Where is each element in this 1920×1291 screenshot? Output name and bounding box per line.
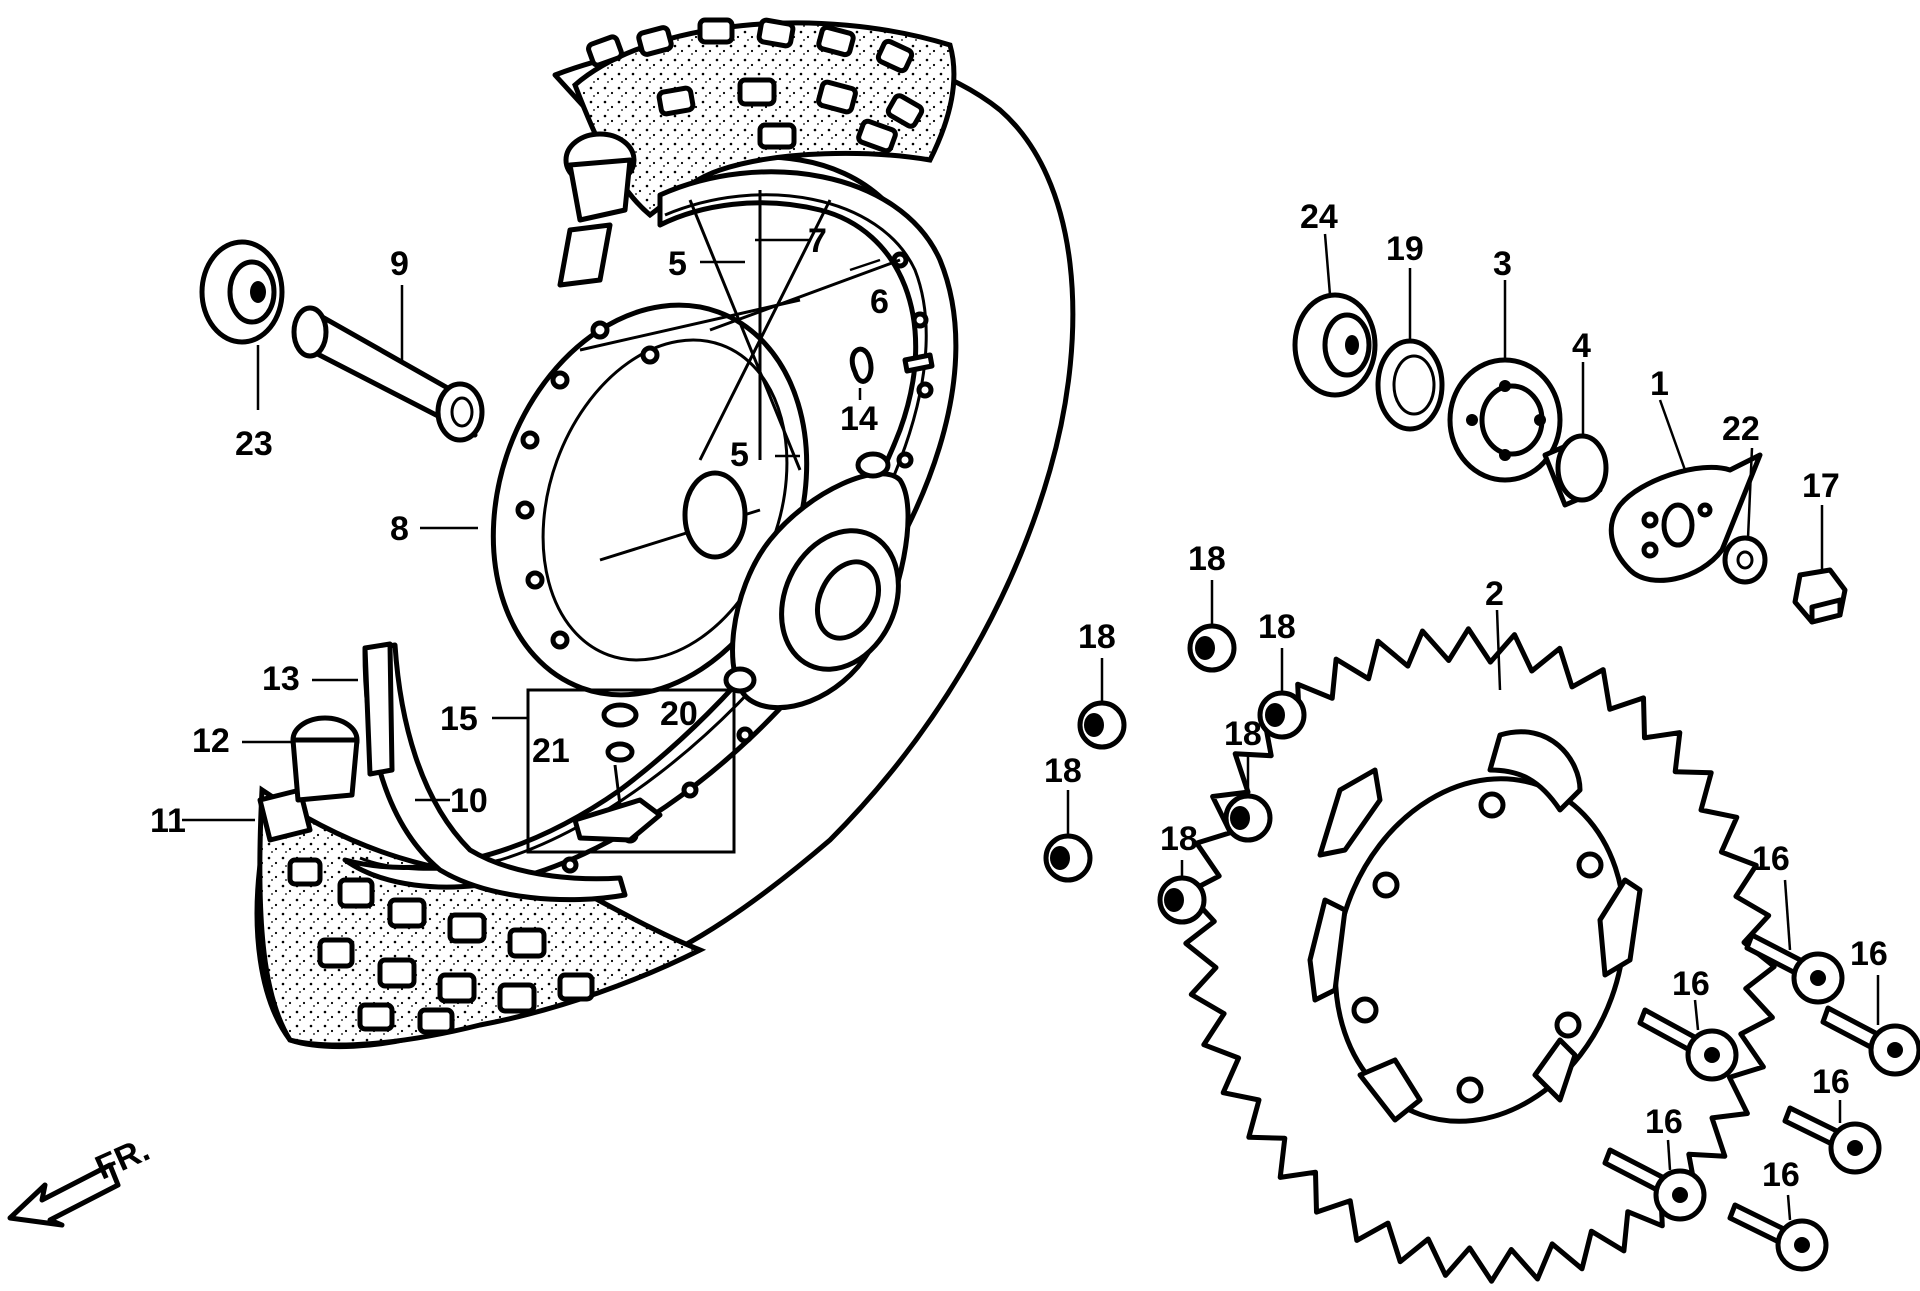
nut-18-f xyxy=(1157,875,1207,925)
callout-16-f: 16 xyxy=(1762,1156,1800,1194)
callout-4: 4 xyxy=(1572,327,1591,365)
callout-17: 17 xyxy=(1802,467,1840,505)
callout-13: 13 xyxy=(262,660,300,698)
spokes xyxy=(579,190,901,562)
leader-lines xyxy=(182,233,1880,1221)
callout-16-a: 16 xyxy=(1752,840,1790,878)
hub-center-barrel xyxy=(682,470,748,560)
callout-24: 24 xyxy=(1300,198,1338,236)
callout-16-d: 16 xyxy=(1812,1063,1850,1101)
callout-5-lower: 5 xyxy=(730,436,749,474)
rim-band xyxy=(362,642,628,903)
tread-knobs-top xyxy=(586,17,925,154)
hub-cover-3 xyxy=(1447,357,1563,483)
nut-18-a xyxy=(1187,623,1237,673)
hub-stud-bottom xyxy=(723,666,757,694)
valve-stem-13 xyxy=(362,641,395,777)
hub-flange-holes xyxy=(515,320,660,650)
callout-1: 1 xyxy=(1650,365,1669,403)
callout-8: 8 xyxy=(390,510,409,548)
callout-22: 22 xyxy=(1722,410,1760,448)
front-direction-arrow: FR. xyxy=(7,1130,155,1228)
callout-18-e: 18 xyxy=(1044,752,1082,790)
bolt-16-f xyxy=(1727,1202,1829,1272)
valve-group-15 xyxy=(526,688,736,854)
rim-lock-top xyxy=(557,222,613,288)
callout-3: 3 xyxy=(1493,245,1512,283)
sprocket-bolt-holes xyxy=(1351,791,1604,1104)
callout-6: 6 xyxy=(870,283,889,321)
callout-18-b: 18 xyxy=(1078,618,1116,656)
callout-21: 21 xyxy=(532,732,570,770)
bolt-16-e xyxy=(1602,1147,1707,1222)
callout-18-d: 18 xyxy=(1224,715,1262,753)
rim-lock-nut-12-body xyxy=(290,737,360,803)
hub-stud-top xyxy=(855,451,891,479)
axle-nut-17 xyxy=(1792,567,1848,625)
washer-22 xyxy=(1722,535,1768,585)
bolt-16-a xyxy=(1744,932,1845,1005)
rim-outer xyxy=(342,169,959,890)
callout-19: 19 xyxy=(1386,230,1424,268)
collar-4 xyxy=(1542,433,1609,508)
callout-7: 7 xyxy=(808,222,827,260)
callout-16-e: 16 xyxy=(1645,1103,1683,1141)
rear-wheel-assembly xyxy=(254,17,1076,1050)
spoke-part-14 xyxy=(849,346,874,384)
nut-18-b xyxy=(1077,700,1127,750)
callout-11: 11 xyxy=(150,802,186,840)
callout-16-b: 16 xyxy=(1850,935,1888,973)
bearing-24 xyxy=(1292,292,1378,398)
callout-14: 14 xyxy=(840,400,878,438)
callout-20: 20 xyxy=(660,695,698,733)
axle-spacer-9 xyxy=(291,305,485,443)
nut-18-d xyxy=(1223,793,1273,843)
tread-knobs-bottom xyxy=(287,857,595,1035)
sprocket-windows xyxy=(1307,729,1643,1123)
callout-15: 15 xyxy=(440,700,478,738)
spoke-part-7 xyxy=(902,352,935,374)
callout-23: 23 xyxy=(235,425,273,463)
callout-16-c: 16 xyxy=(1672,965,1710,1003)
callout-9: 9 xyxy=(390,245,409,283)
callout-18-a: 18 xyxy=(1188,540,1226,578)
valve-body-top xyxy=(567,157,633,223)
oil-seal-19 xyxy=(1375,338,1445,432)
bolt-16-b xyxy=(1820,1005,1920,1077)
bearing-23 xyxy=(199,239,285,345)
hub-bearing-bore xyxy=(815,559,881,641)
nut-18-c xyxy=(1257,690,1307,740)
nuts-18 xyxy=(1043,623,1307,925)
callout-12: 12 xyxy=(192,722,230,760)
bolt-16-c xyxy=(1637,1007,1739,1082)
adjuster-plate-1 xyxy=(1608,452,1763,583)
nut-18-e xyxy=(1043,833,1093,883)
callout-18-c: 18 xyxy=(1258,608,1296,646)
callout-10: 10 xyxy=(450,782,488,820)
rim-lock-11 xyxy=(257,787,313,843)
callout-5-top: 5 xyxy=(668,245,687,283)
callout-2: 2 xyxy=(1485,575,1504,613)
bolt-16-d xyxy=(1782,1105,1882,1175)
callout-18-f: 18 xyxy=(1160,820,1198,858)
callout-labels: 1 2 3 4 5 5 6 7 8 9 10 11 12 13 14 15 16… xyxy=(150,198,1888,1194)
bolts-16 xyxy=(1602,932,1920,1272)
sprocket-2[interactable] xyxy=(1183,626,1777,1284)
